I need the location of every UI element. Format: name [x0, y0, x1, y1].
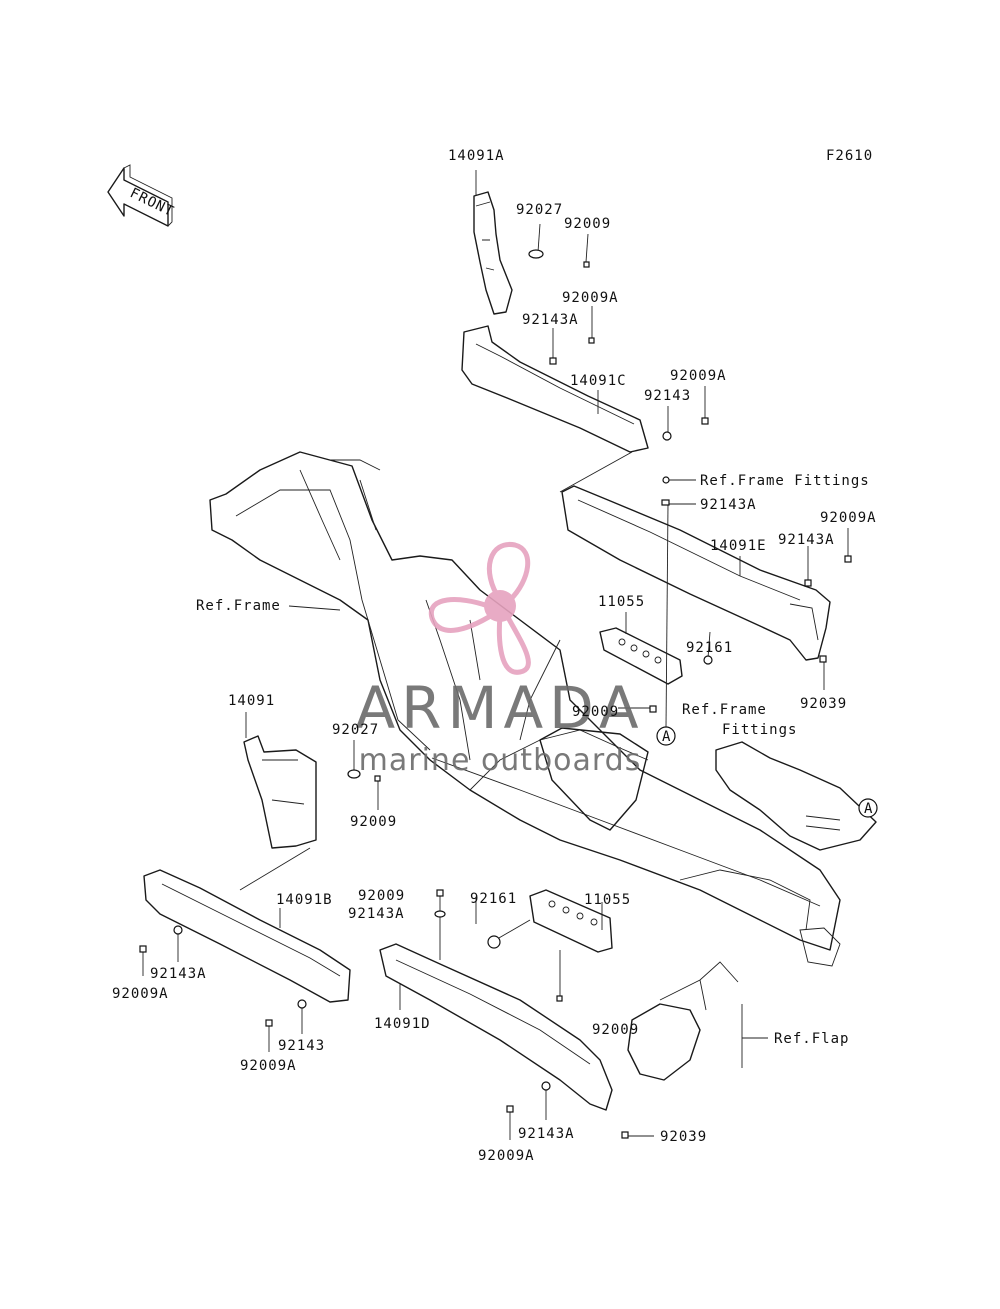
figure-code: F2610: [826, 148, 873, 164]
watermark-brand: ARMADA: [355, 674, 644, 742]
washer-92027-top: [528, 249, 544, 259]
nut-92143A-bottom: [541, 1081, 551, 1091]
label-92143A-left: 92143A: [150, 966, 207, 982]
part-11055-bracket-lower: [529, 889, 613, 953]
watermark-tagline: marine outboards: [359, 743, 642, 778]
label-92161-top: 92161: [686, 640, 733, 656]
label-14091: 14091: [228, 693, 275, 709]
nut-92143A-right-2: [804, 579, 812, 587]
ref-flap: [627, 961, 739, 1081]
screw-92009-bottom: [556, 995, 563, 1002]
callout-a-circle-1: A: [656, 726, 676, 746]
part-labels: 14091A 92027 92009 92009A 92143A 14091C …: [112, 148, 877, 1164]
part-14091E-cover: [561, 485, 831, 661]
label-11055-lower: 11055: [584, 892, 631, 908]
label-ref-frame-fittings-top: Ref.Frame Fittings: [700, 473, 870, 489]
label-92143-left: 92143: [278, 1038, 325, 1054]
hardware-fasteners: [139, 249, 852, 1139]
label-92009A-left2: 92009A: [240, 1058, 297, 1074]
label-ref-frame-fittings-mid-1: Ref.Frame: [682, 702, 767, 718]
label-ref-frame: Ref.Frame: [196, 598, 281, 614]
label-14091B: 14091B: [276, 892, 333, 908]
label-ref-flap: Ref.Flap: [774, 1031, 849, 1047]
ref-frame-fittings-plate: [715, 741, 877, 851]
part-14091A-cover: [473, 191, 513, 315]
front-arrow-label: FRONT: [127, 185, 176, 220]
label-92143A-bottom: 92143A: [518, 1126, 575, 1142]
label-92009A-left: 92009A: [112, 986, 169, 1002]
label-92143A-2: 92143A: [700, 497, 757, 513]
svg-text:A: A: [662, 729, 671, 745]
label-ref-frame-fittings-mid-2: Fittings: [722, 722, 797, 738]
part-14091D-cover: [379, 943, 613, 1111]
label-92009-lower: 92009: [358, 888, 405, 904]
screw-92009A-top-right: [701, 417, 709, 425]
label-92009-mid: 92009: [572, 704, 619, 720]
label-92161-lower: 92161: [470, 891, 517, 907]
part-14091C-cover: [461, 325, 649, 453]
screw-92009-top: [583, 261, 590, 268]
nut-92143A-top: [549, 357, 557, 365]
screw-92009-mid: [649, 705, 657, 713]
screw-92009A-right: [844, 555, 852, 563]
part-11055-bracket-upper: [599, 627, 683, 685]
grommet-92161-lower: [487, 935, 501, 949]
label-92009-bottom: 92009: [592, 1022, 639, 1038]
label-92143A-3: 92143A: [778, 532, 835, 548]
washer-92027-mid: [347, 769, 361, 779]
callout-a-circle-2: A: [858, 798, 878, 818]
leader-lines: [142, 170, 849, 1140]
screw-92009A-bottom: [506, 1105, 514, 1113]
label-92039-top: 92039: [800, 696, 847, 712]
label-11055-top: 11055: [598, 594, 645, 610]
screw-92009A-left: [139, 945, 147, 953]
screw-92009-lower: [436, 889, 444, 897]
label-14091E: 14091E: [710, 538, 767, 554]
label-14091A: 14091A: [448, 148, 505, 164]
label-92027-top: 92027: [516, 202, 563, 218]
label-92143-top: 92143: [644, 388, 691, 404]
frame-structure: [209, 451, 841, 967]
bolt-92039-bottom: [621, 1131, 629, 1139]
label-92143A-lower: 92143A: [348, 906, 405, 922]
nut-92143A-lower: [434, 910, 446, 918]
label-92009A-1: 92009A: [562, 290, 619, 306]
nut-92143A-right: [661, 499, 670, 506]
propeller-logo-icon: [428, 542, 531, 675]
label-92009A-2: 92009A: [670, 368, 727, 384]
front-arrow-icon: FRONT: [107, 164, 177, 227]
label-92039-bottom: 92039: [660, 1129, 707, 1145]
label-92009-left: 92009: [350, 814, 397, 830]
part-14091B-cover: [143, 869, 351, 1003]
screw-92009A-top: [588, 337, 595, 344]
label-92143A-1: 92143A: [522, 312, 579, 328]
label-92009A-3: 92009A: [820, 510, 877, 526]
nut-92143A-left: [173, 925, 183, 935]
screw-92009A-left2: [265, 1019, 273, 1027]
part-14091-cover: [243, 735, 317, 849]
collar-92143-top: [662, 431, 672, 441]
label-92027-mid: 92027: [332, 722, 379, 738]
label-14091C: 14091C: [570, 373, 627, 389]
label-92009A-bottom: 92009A: [478, 1148, 535, 1164]
svg-text:A: A: [864, 801, 873, 817]
collar-92143-left: [297, 999, 307, 1009]
label-14091D: 14091D: [374, 1016, 431, 1032]
bolt-92039-top: [819, 655, 827, 663]
fitting-screw-top: [662, 476, 670, 484]
watermark: ARMADA marine outboards: [355, 542, 644, 778]
grommet-92161-top: [703, 655, 713, 665]
label-92009-top: 92009: [564, 216, 611, 232]
screw-92009-left: [374, 775, 381, 782]
